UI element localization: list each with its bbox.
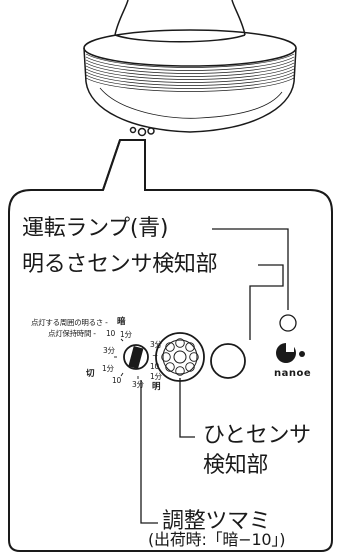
dial-tick-10-top: 10	[106, 329, 115, 338]
adjust-knob	[114, 338, 149, 379]
callout-frame	[8, 139, 333, 552]
dial-tick-3min-bottom: 3分	[132, 380, 144, 389]
dial-tick-dash: −	[152, 351, 158, 360]
nanoe-logo-text: nanoe	[274, 368, 312, 379]
dial-tick-1min-right: 1分	[150, 372, 162, 381]
ring-right-side	[293, 47, 297, 83]
dial-tick-10-right: 10	[150, 362, 159, 371]
human-sensor-label-line2: 検知部	[203, 453, 269, 478]
dome-shading-line	[99, 87, 201, 119]
human-sensor-lens-icon	[155, 332, 205, 382]
ring-left-side	[83, 47, 87, 83]
nanoe-logo-icon	[276, 342, 305, 363]
mini-sensor2-icon	[147, 127, 155, 135]
dial-bright-label: 明	[152, 382, 161, 392]
brightness-sensor-icon	[210, 343, 246, 379]
mini-sensor-icon	[137, 127, 147, 137]
cap-bottom-rim	[114, 34, 246, 43]
operation-lamp-icon	[279, 314, 297, 332]
brightness-leader	[249, 264, 284, 340]
dial-dark-label: 暗	[117, 317, 126, 327]
dial-hold-time-title: 点灯保持時間 -	[48, 329, 96, 338]
ring-top-ellipse	[83, 29, 297, 67]
device-illustration	[83, 0, 297, 137]
dial-tick-1min-top: 1分	[120, 330, 132, 339]
dial-tick-1min-left: 1分	[102, 364, 114, 373]
dial-tick-3min-right: 3分	[150, 340, 162, 349]
human-sensor-label-line1: ひとセンサ	[203, 423, 311, 448]
cap-left-edge	[114, 0, 129, 36]
lamp-leader	[212, 228, 289, 310]
cap-right-edge	[231, 0, 246, 36]
factory-setting-note: (出荷時:「暗−10」)	[148, 530, 286, 549]
human-sensor-leader	[179, 378, 195, 438]
ring-ridges	[85, 53, 295, 92]
brightness-sensor-label: 明るさセンサ検知部	[22, 252, 218, 277]
adjust-knob-label: 調整ツマミ	[162, 509, 271, 534]
dial-tick-3min-left: 3分	[103, 346, 115, 355]
dial-brightness-title: 点灯する周囲の明るさ -	[31, 318, 108, 327]
leader-lines	[140, 228, 289, 524]
dial-off-label: 切	[86, 369, 95, 379]
operation-lamp-label: 運転ランプ(青)	[22, 216, 169, 241]
dome-outline	[85, 81, 295, 133]
knob-leader	[140, 380, 158, 524]
mini-lamp-icon	[129, 126, 137, 134]
dial-tick-10-left: 10	[112, 376, 121, 385]
